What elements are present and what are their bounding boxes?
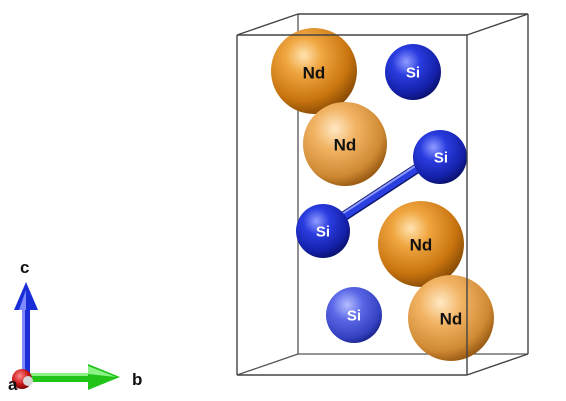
atom-label-si: Si — [316, 224, 330, 241]
atom-nd[interactable]: Nd — [271, 28, 357, 114]
atom-nd[interactable]: Nd — [378, 201, 464, 287]
axis-label-a: a — [8, 375, 18, 394]
atom-si[interactable]: Si — [296, 204, 350, 258]
axis-b — [26, 364, 120, 390]
axis-a — [12, 369, 33, 389]
atom-nd[interactable]: Nd — [408, 275, 494, 361]
atom-label-nd: Nd — [303, 64, 326, 83]
atom-label-nd: Nd — [440, 310, 463, 329]
axis-triad: c b a — [8, 258, 142, 394]
atom-label-si: Si — [347, 308, 361, 325]
atom-label-si: Si — [406, 65, 420, 82]
axis-label-c: c — [20, 258, 29, 277]
axis-c — [14, 282, 38, 376]
atom-nd[interactable]: Nd — [303, 102, 387, 186]
unit-cell-front — [236, 13, 529, 376]
atom-si[interactable]: Si — [326, 287, 382, 343]
atoms: Nd Si Nd Si Si Nd Si — [271, 28, 494, 361]
atom-label-si: Si — [434, 150, 448, 167]
atom-label-nd: Nd — [410, 236, 433, 255]
axis-label-b: b — [132, 370, 142, 389]
atom-si[interactable]: Si — [413, 130, 467, 184]
atom-si[interactable]: Si — [385, 44, 441, 100]
atom-label-nd: Nd — [334, 136, 357, 155]
